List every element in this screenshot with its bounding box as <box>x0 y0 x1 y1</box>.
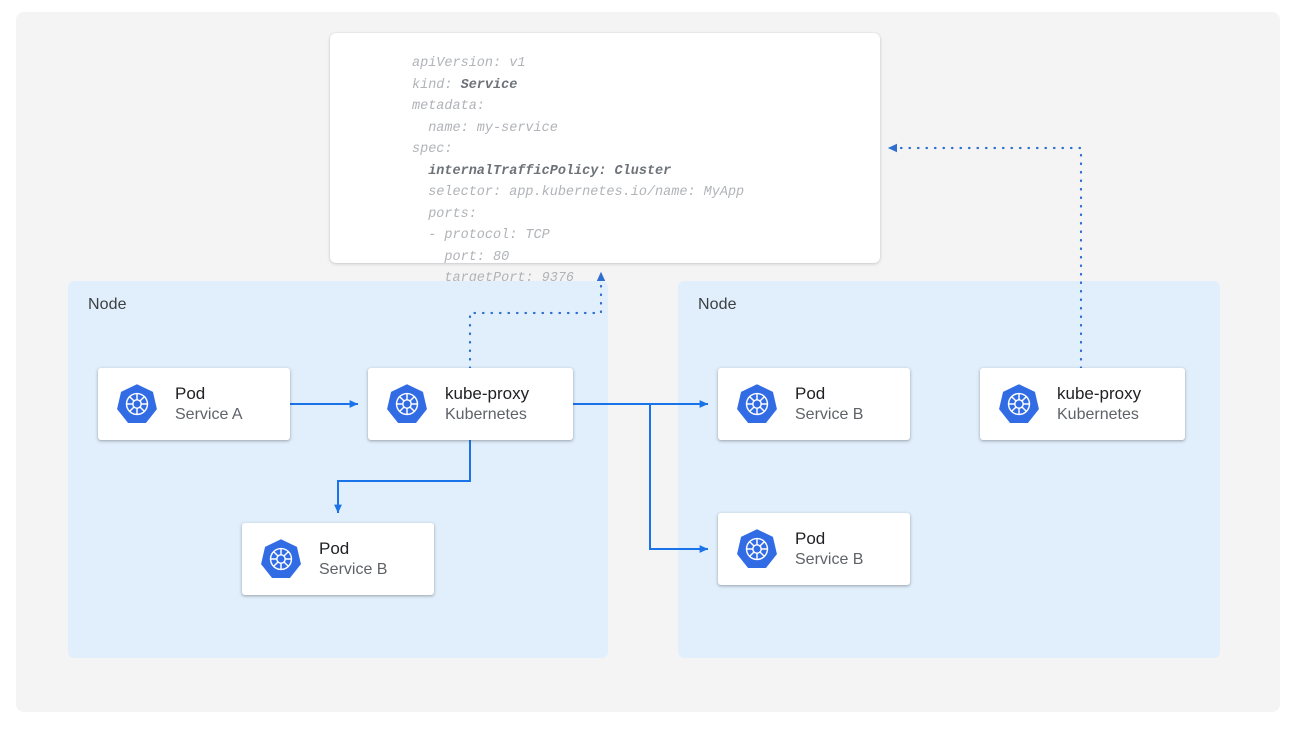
pod-card-text: Pod Service A <box>175 384 243 425</box>
kubernetes-icon <box>115 382 159 426</box>
service-yaml-card: apiVersion: v1kind: Servicemetadata: nam… <box>330 33 880 263</box>
entity-subtitle: Kubernetes <box>445 406 529 425</box>
node-panel-left: Node <box>68 281 608 658</box>
entity-subtitle: Service B <box>795 406 863 425</box>
yaml-line: ports: <box>412 204 880 226</box>
entity-title: Pod <box>175 384 243 404</box>
kube-proxy-card-right[interactable]: kube-proxy Kubernetes <box>980 368 1185 440</box>
kubernetes-icon <box>735 527 779 571</box>
entity-title: Pod <box>319 539 387 559</box>
kube-proxy-card-text: kube-proxy Kubernetes <box>1057 384 1141 425</box>
yaml-line: metadata: <box>412 96 880 118</box>
node-panel-right: Node <box>678 281 1220 658</box>
entity-title: kube-proxy <box>1057 384 1141 404</box>
pod-card-service-b-remote-top[interactable]: Pod Service B <box>718 368 910 440</box>
yaml-line: port: 80 <box>412 247 880 269</box>
pod-card-text: Pod Service B <box>795 384 863 425</box>
pod-card-service-a[interactable]: Pod Service A <box>98 368 290 440</box>
yaml-line: internalTrafficPolicy: Cluster <box>412 161 880 183</box>
yaml-line: name: my-service <box>412 118 880 140</box>
yaml-line: - protocol: TCP <box>412 225 880 247</box>
entity-subtitle: Service B <box>319 561 387 580</box>
entity-title: kube-proxy <box>445 384 529 404</box>
pod-card-text: Pod Service B <box>319 539 387 580</box>
pod-card-text: Pod Service B <box>795 529 863 570</box>
kubernetes-icon <box>259 537 303 581</box>
entity-title: Pod <box>795 529 863 549</box>
kubernetes-icon <box>385 382 429 426</box>
yaml-line: kind: Service <box>412 75 880 97</box>
service-yaml-code: apiVersion: v1kind: Servicemetadata: nam… <box>412 53 880 290</box>
entity-title: Pod <box>795 384 863 404</box>
kube-proxy-card-left[interactable]: kube-proxy Kubernetes <box>368 368 573 440</box>
kubernetes-icon <box>735 382 779 426</box>
yaml-line: apiVersion: v1 <box>412 53 880 75</box>
pod-card-service-b-remote-bottom[interactable]: Pod Service B <box>718 513 910 585</box>
entity-subtitle: Service A <box>175 406 243 425</box>
entity-subtitle: Kubernetes <box>1057 406 1141 425</box>
node-label-right: Node <box>698 296 737 314</box>
yaml-line: selector: app.kubernetes.io/name: MyApp <box>412 182 880 204</box>
kubernetes-icon <box>997 382 1041 426</box>
yaml-line: spec: <box>412 139 880 161</box>
pod-card-service-b-local[interactable]: Pod Service B <box>242 523 434 595</box>
node-label-left: Node <box>88 296 127 314</box>
kube-proxy-card-text: kube-proxy Kubernetes <box>445 384 529 425</box>
entity-subtitle: Service B <box>795 551 863 570</box>
